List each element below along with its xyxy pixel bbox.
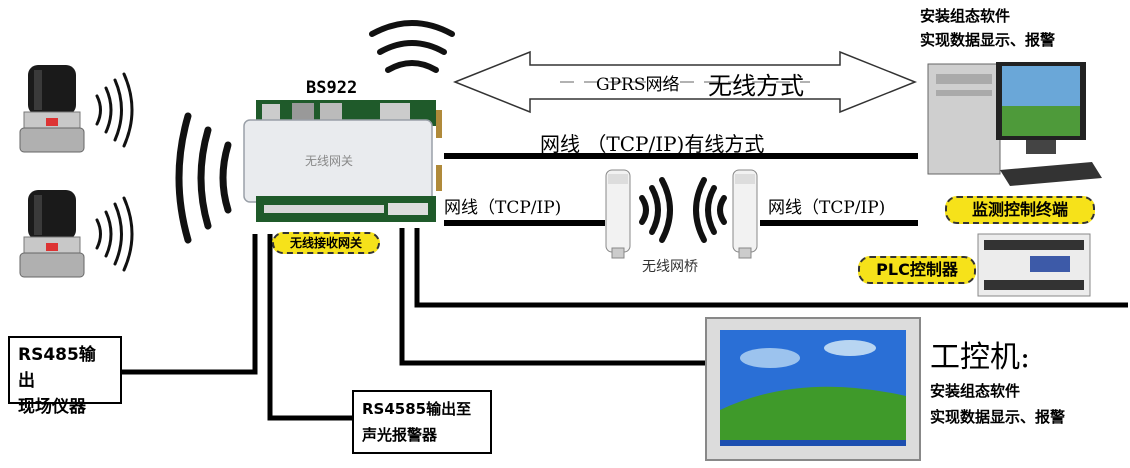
industrial-pc [706, 318, 920, 460]
top-right-note-line1: 安装组态软件 [920, 4, 1055, 28]
gateway-model-label: BS922 [306, 78, 357, 98]
rs485-box-line1: RS485输出 [18, 342, 112, 394]
ipc-note: 安装组态软件 实现数据显示、报警 [930, 378, 1065, 430]
rs4585-box: RS4585输出至 声光报警器 [352, 390, 492, 454]
sensor-device-2 [20, 190, 84, 277]
gateway-panel-text: 无线网关 [305, 152, 353, 169]
plc-badge: PLC控制器 [858, 256, 976, 284]
monitor-terminal-badge: 监测控制终端 [945, 196, 1095, 224]
gprs-wireless-label: 无线方式 [708, 66, 804, 101]
bridge-antenna-left [606, 170, 630, 258]
wifi-waves-sensor-2 [97, 198, 132, 270]
rs4585-line [270, 234, 352, 418]
wired-left-label: 网线（TCP/IP) [444, 193, 561, 218]
gprs-network-label: GPRS网络 [596, 70, 679, 95]
ipc-line [402, 228, 708, 363]
wifi-waves-sensor-1 [97, 74, 132, 146]
wifi-waves-bridge-left [642, 180, 670, 240]
rs4585-box-line1: RS4585输出至 [362, 396, 482, 422]
ipc-note-line1: 安装组态软件 [930, 378, 1065, 404]
wifi-waves-bridge-right [696, 180, 724, 240]
rs485-box: RS485输出 现场仪器 [8, 336, 122, 404]
desktop-computer [928, 62, 1102, 186]
rs485-box-line2: 现场仪器 [18, 394, 112, 420]
bridge-antenna-right [733, 170, 757, 258]
wifi-waves-gateway-left [179, 116, 228, 240]
plc-device [978, 234, 1090, 296]
bridge-label: 无线网桥 [642, 256, 698, 276]
ipc-title: 工控机: [930, 332, 1030, 376]
wired-right-label: 网线（TCP/IP) [768, 193, 885, 218]
wifi-waves-top [372, 23, 452, 70]
rs485-line [122, 234, 255, 372]
sensor-device-1 [20, 65, 84, 152]
top-right-note: 安装组态软件 实现数据显示、报警 [920, 4, 1055, 52]
ipc-note-line2: 实现数据显示、报警 [930, 404, 1065, 430]
gateway-badge: 无线接收网关 [272, 232, 380, 254]
wired-main-label: 网线 （TCP/IP)有线方式 [540, 128, 764, 157]
rs4585-box-line2: 声光报警器 [362, 422, 482, 448]
top-right-note-line2: 实现数据显示、报警 [920, 28, 1055, 52]
